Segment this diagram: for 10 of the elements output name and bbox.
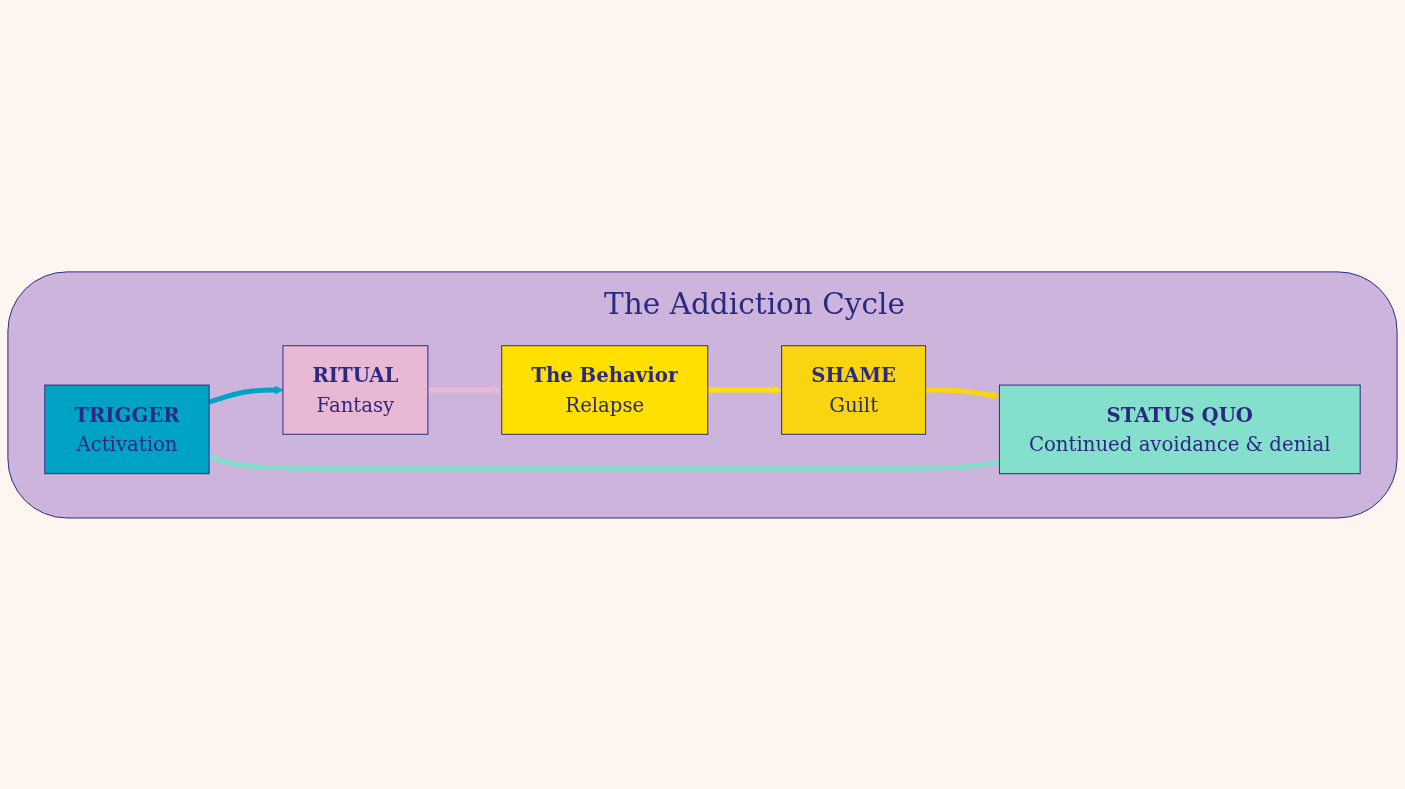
arrow <box>925 387 1000 400</box>
node-box: RITUAL Fantasy <box>282 344 429 435</box>
arrow <box>208 385 284 405</box>
arrow <box>707 385 782 394</box>
node-box: TRIGGER Activation <box>44 384 210 474</box>
node-box: The Behavior Relapse <box>501 344 709 435</box>
arrow <box>208 454 1000 471</box>
node-box: SHAME Guilt <box>781 344 927 435</box>
arrow <box>427 385 503 394</box>
node-box: STATUS QUO Continued avoidance & denial <box>998 384 1361 474</box>
